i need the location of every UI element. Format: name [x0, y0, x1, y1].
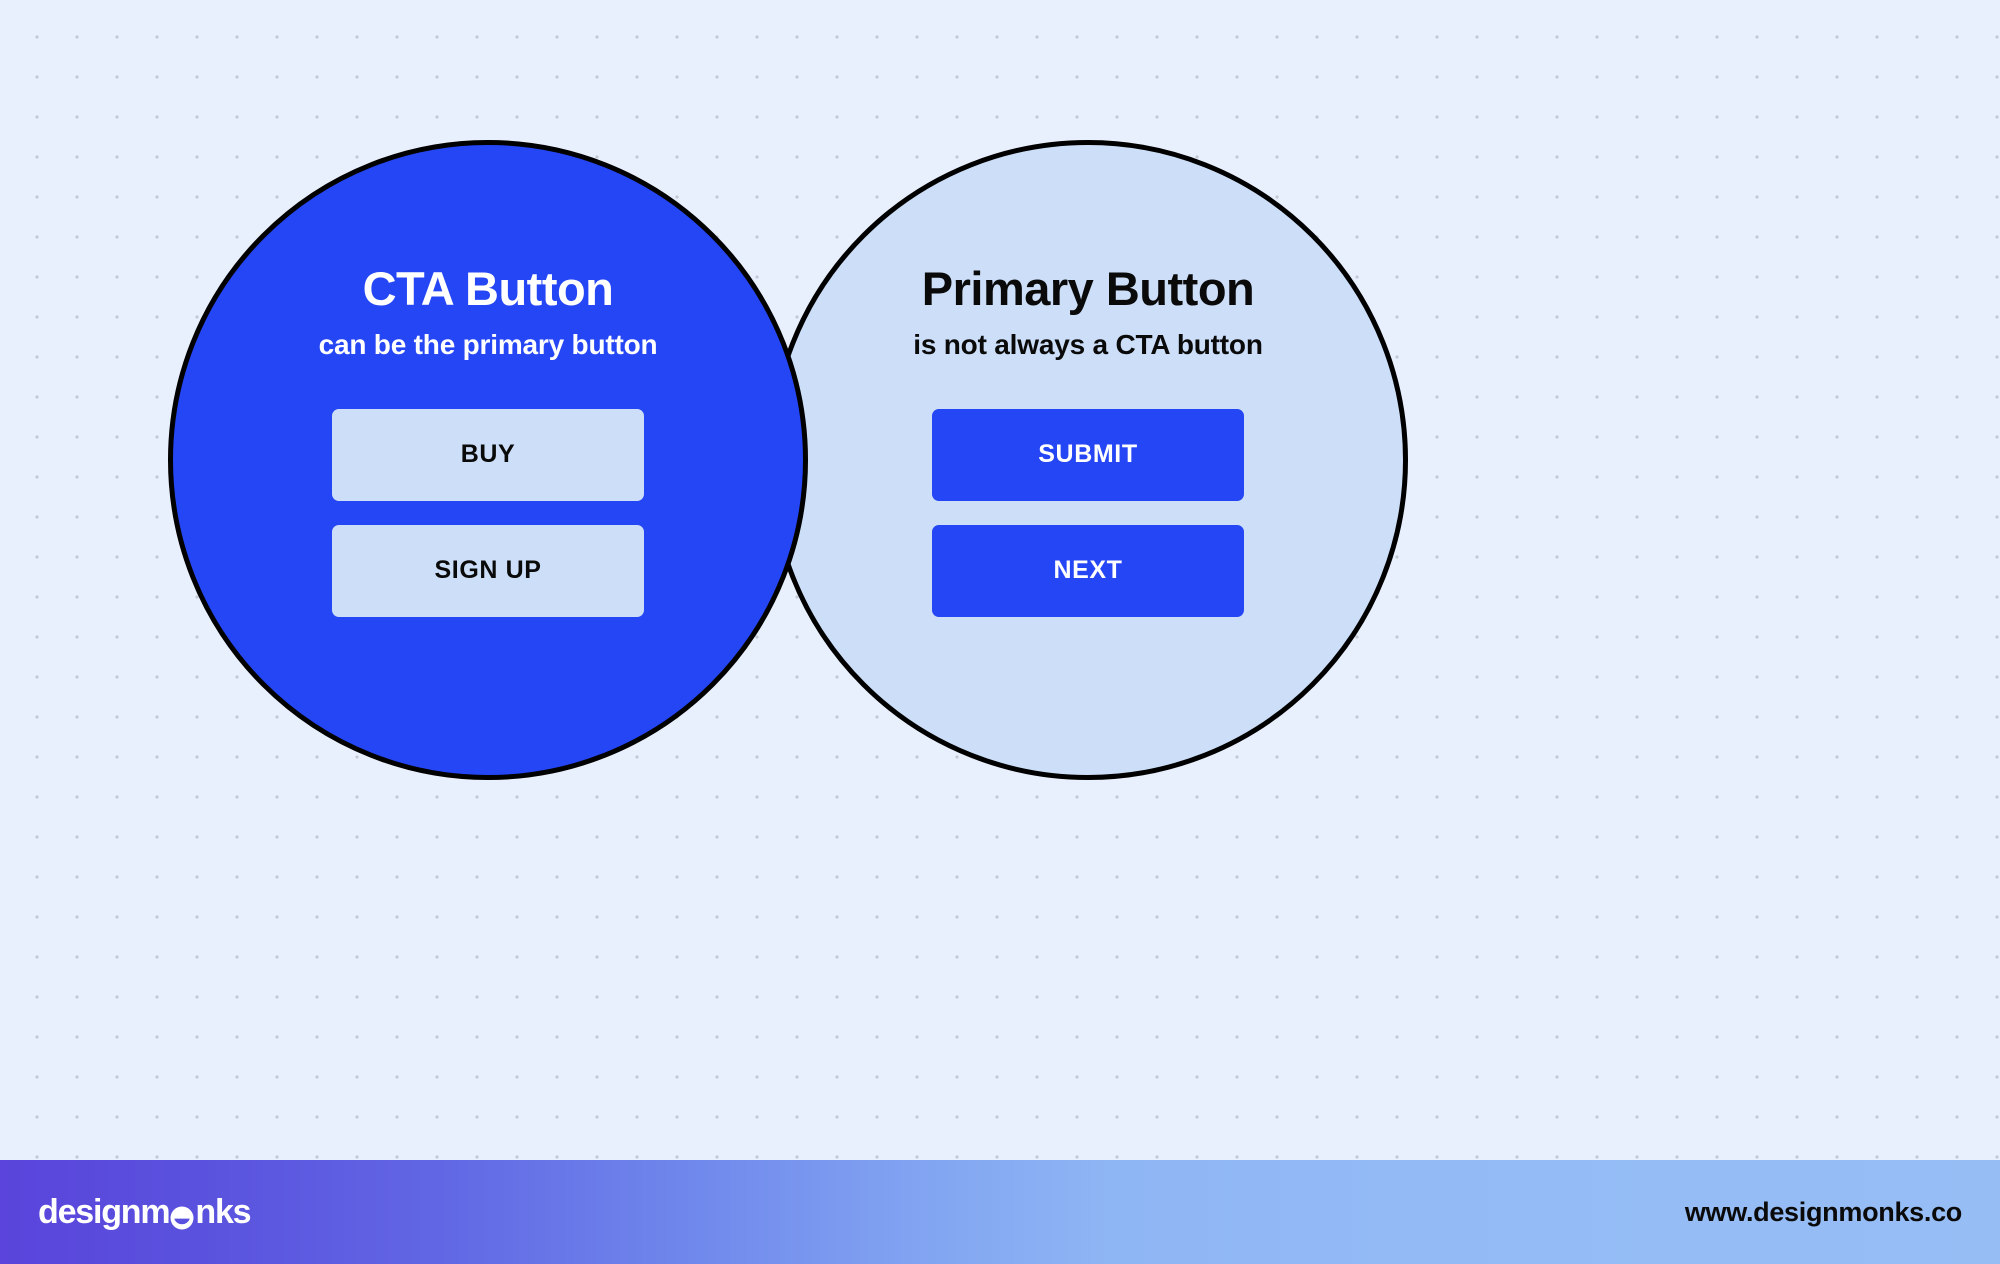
submit-button[interactable]: SUBMIT	[932, 408, 1244, 501]
cta-button-title: CTA Button	[362, 262, 614, 315]
logo-text-prefix: designm	[38, 1192, 171, 1231]
primary-button-examples: SUBMIT NEXT	[932, 408, 1244, 617]
cta-button-subtitle: can be the primary button	[318, 328, 658, 360]
logo-text-suffix: nks	[195, 1192, 251, 1231]
monk-face-icon	[170, 1206, 194, 1230]
website-url[interactable]: www.designmonks.co	[1684, 1196, 1962, 1227]
next-button[interactable]: NEXT	[932, 524, 1244, 617]
primary-button-subtitle: is not always a CTA button	[913, 328, 1263, 360]
sign-up-button[interactable]: SIGN UP	[332, 524, 644, 617]
designmonks-logo[interactable]: designm nks	[38, 1192, 252, 1232]
primary-button-title: Primary Button	[921, 262, 1255, 315]
cta-button-circle-content: CTA Button can be the primary button BUY…	[173, 145, 803, 617]
venn-circle-primary-button: Primary Button is not always a CTA butto…	[768, 140, 1408, 780]
footer-bar: designm nks www.designmonks.co	[0, 1160, 2000, 1264]
primary-button-circle-content: Primary Button is not always a CTA butto…	[773, 145, 1403, 617]
venn-circle-cta-button: CTA Button can be the primary button BUY…	[168, 140, 808, 780]
cta-button-examples: BUY SIGN UP	[332, 408, 644, 617]
buy-button[interactable]: BUY	[332, 408, 644, 501]
venn-diagram: Primary Button is not always a CTA butto…	[168, 140, 1408, 780]
